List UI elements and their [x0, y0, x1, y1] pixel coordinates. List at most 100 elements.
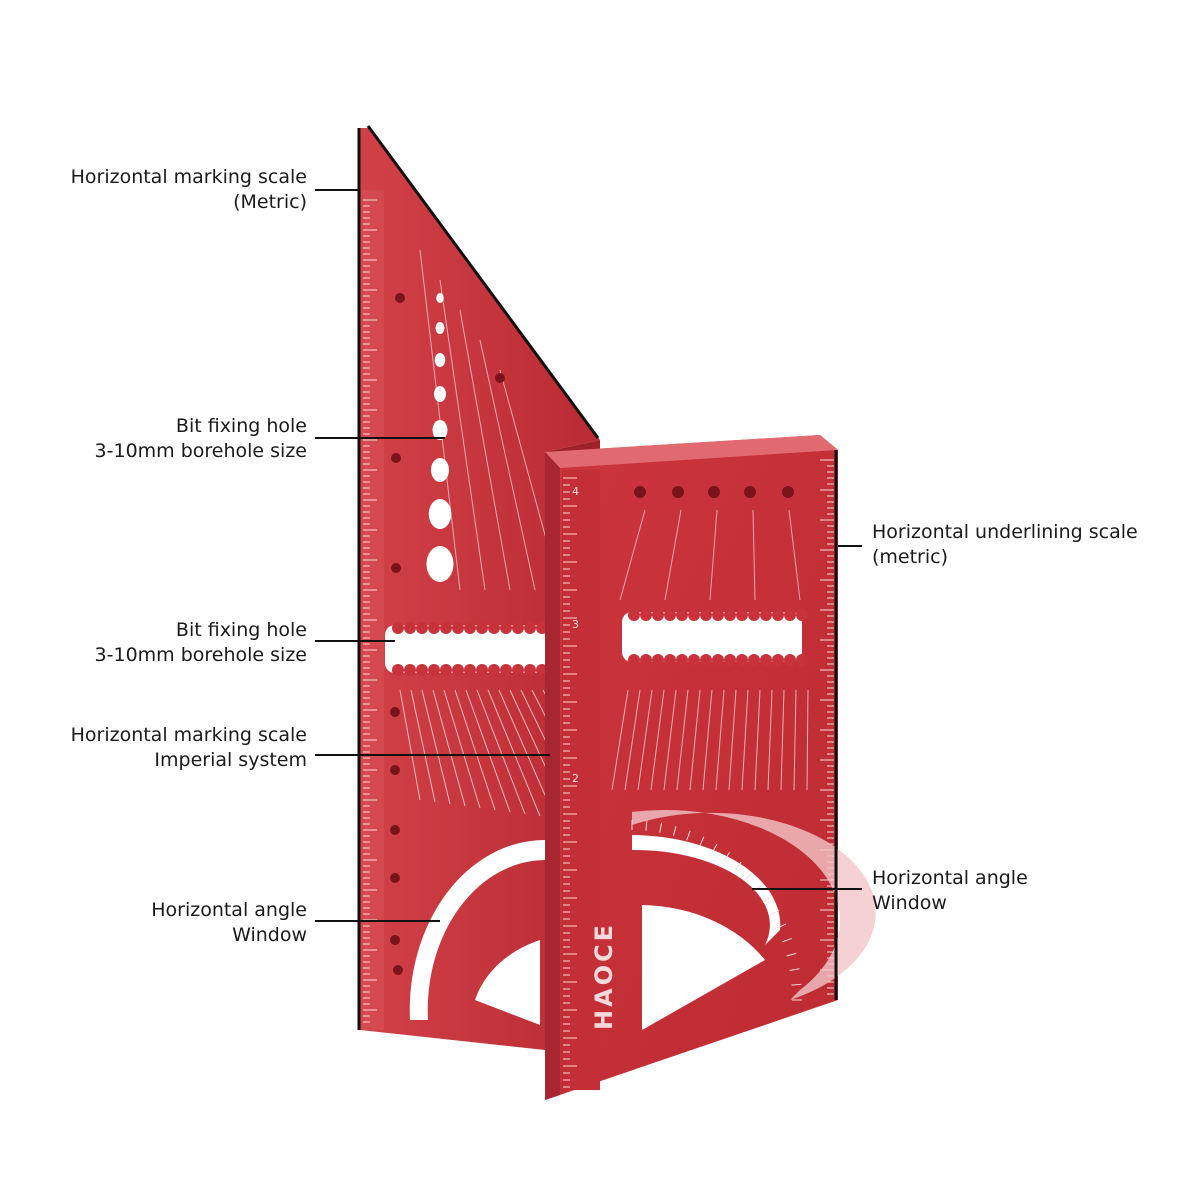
slot-tooth — [500, 664, 512, 676]
back-ray — [487, 689, 541, 817]
back-plate — [360, 128, 600, 1050]
front-ray — [624, 689, 641, 791]
arc-tick — [791, 983, 802, 986]
slot-tooth — [712, 654, 724, 666]
slot-tooth — [488, 622, 500, 634]
front-ray — [650, 689, 665, 791]
bit-hole — [436, 293, 444, 303]
back-diagonal-marker — [366, 125, 600, 439]
front-plate-bevel — [545, 435, 838, 468]
front-ray — [806, 689, 809, 791]
slot-tooth — [428, 664, 440, 676]
front-plate — [545, 435, 838, 1100]
front-angle-window-outer — [632, 810, 876, 1000]
callout-line-1: Horizontal angle — [151, 899, 307, 921]
front-bit-holes — [634, 486, 794, 498]
arc-tick — [659, 822, 663, 833]
slot-tooth — [524, 622, 536, 634]
back-left-scale-strip — [362, 190, 384, 1030]
front-ray — [663, 689, 677, 791]
slot-tooth — [428, 622, 440, 634]
front-triangle-cutout — [642, 905, 765, 1030]
slot-tooth — [700, 654, 712, 666]
front-ray-upper — [752, 509, 756, 601]
slot-tooth — [664, 654, 676, 666]
bit-hole — [435, 322, 445, 334]
front-ray — [611, 689, 629, 791]
callout-line-1: Bit fixing hole — [175, 619, 307, 641]
brand-logo: HAOCE — [590, 922, 618, 1030]
arc-tick — [776, 923, 787, 929]
slot-tooth — [796, 654, 808, 666]
front-scale-number-4: 4 — [572, 485, 579, 498]
slot-tooth — [772, 609, 784, 621]
front-ruler-ticks — [563, 477, 577, 1088]
front-ruler-strip — [562, 470, 600, 1090]
slot-tooth — [640, 654, 652, 666]
slot-tooth — [524, 664, 536, 676]
front-ray-upper — [788, 509, 801, 601]
small-hole — [393, 965, 403, 975]
arc-tick — [762, 896, 772, 903]
slot-tooth — [464, 622, 476, 634]
callout-angle-window-right: Horizontal angle Window — [872, 866, 1028, 916]
front-ray-upper — [664, 509, 682, 601]
slot-tooth — [772, 654, 784, 666]
callout-metric-marking-scale: Horizontal marking scale (Metric) — [71, 165, 307, 215]
small-hole — [390, 825, 400, 835]
bit-hole — [432, 420, 448, 440]
slot-tooth — [512, 622, 524, 634]
front-hole — [634, 486, 646, 498]
back-bit-holes — [390, 293, 505, 975]
back-triangle-cutout — [475, 940, 540, 1025]
bit-hole — [426, 546, 454, 582]
slot-tooth — [640, 609, 652, 621]
protractor-ticks — [631, 820, 802, 1001]
slot-tooth — [760, 609, 772, 621]
front-ray-upper — [619, 509, 646, 601]
slot-tooth — [416, 664, 428, 676]
back-ray — [443, 689, 481, 809]
slot-tooth — [784, 609, 796, 621]
small-hole — [390, 873, 400, 883]
arc-tick — [744, 872, 753, 881]
callout-line-1: Horizontal marking scale — [70, 724, 307, 746]
front-hole — [672, 486, 684, 498]
slot-tooth — [452, 622, 464, 634]
front-ray — [793, 689, 797, 791]
front-slot — [622, 612, 802, 662]
front-ray — [728, 689, 737, 791]
slot-tooth — [440, 664, 452, 676]
back-ray-upper — [479, 339, 536, 591]
callout-line-1: Horizontal underlining scale — [872, 521, 1138, 543]
slot-tooth — [392, 622, 404, 634]
slot-tooth — [452, 664, 464, 676]
slot-tooth — [796, 609, 808, 621]
back-ray — [465, 689, 511, 813]
front-ray-upper — [709, 509, 718, 601]
front-ray — [767, 689, 773, 791]
slot-tooth — [488, 664, 500, 676]
front-ray — [780, 689, 785, 791]
back-ray — [454, 689, 496, 811]
front-scale-number-2: 2 — [572, 772, 579, 785]
arc-tick — [734, 861, 742, 871]
back-slot — [385, 625, 545, 673]
callout-line-2: 3-10mm borehole size — [94, 644, 307, 666]
front-scale-number-3: 3 — [572, 618, 579, 631]
front-ray — [702, 689, 713, 791]
front-angle-window — [632, 835, 781, 945]
slot-tooth — [712, 609, 724, 621]
slot-tooth — [652, 654, 664, 666]
slot-tooth — [404, 664, 416, 676]
small-hole — [495, 373, 505, 383]
slot-tooth — [760, 654, 772, 666]
arc-tick — [711, 843, 718, 854]
front-ray — [715, 689, 725, 791]
callout-line-1: Horizontal marking scale — [70, 166, 307, 188]
slot-tooth — [652, 609, 664, 621]
callout-underlining-scale: Horizontal underlining scale (metric) — [872, 520, 1138, 570]
slot-tooth — [736, 609, 748, 621]
